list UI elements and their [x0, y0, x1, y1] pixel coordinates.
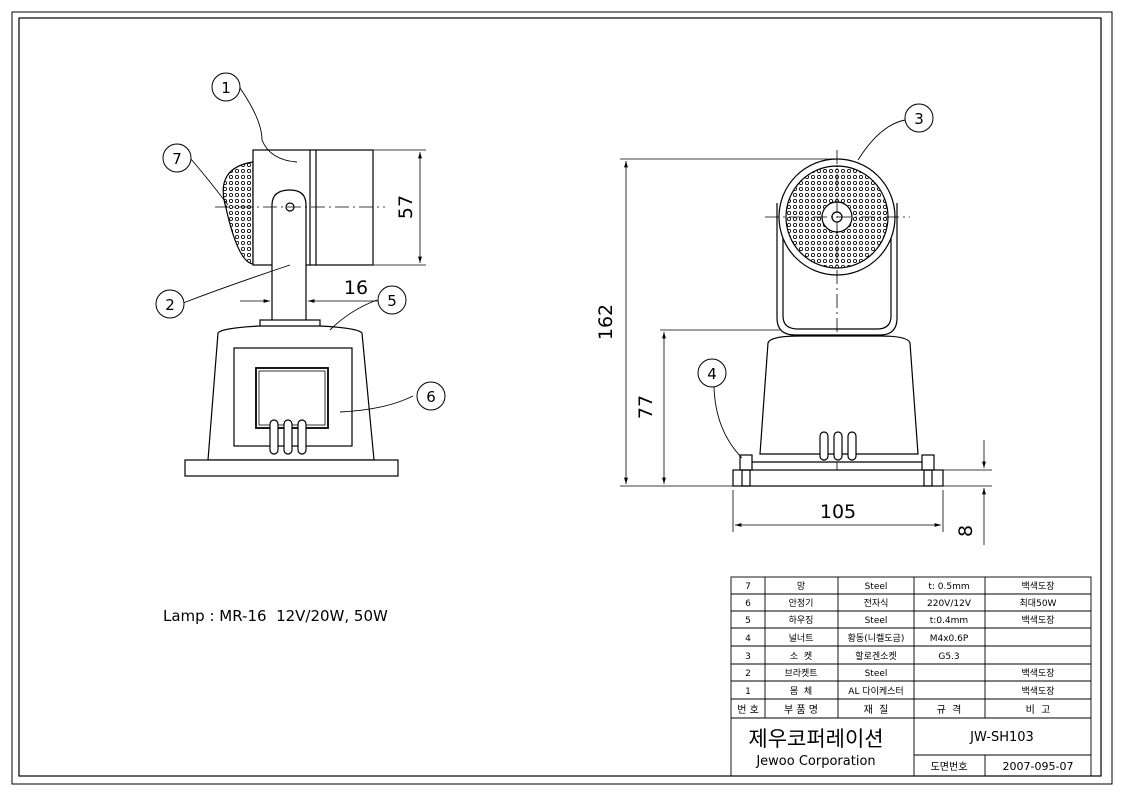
cell-name: 몸 체 [790, 686, 812, 697]
balloon-4: 4 [697, 358, 727, 388]
cell-no: 3 [745, 652, 751, 662]
model-number: JW-SH103 [969, 730, 1034, 745]
cell-no: 7 [745, 582, 751, 592]
drawing-no-label: 도면번호 [931, 761, 968, 773]
balloon-1: 1 [211, 72, 241, 102]
side-view [184, 149, 399, 477]
cell-note: 백색도장 [1021, 668, 1054, 679]
cell-no: 1 [745, 687, 751, 697]
drawing-number: 2007-095-07 [1003, 760, 1074, 773]
side-view-leaders [182, 87, 414, 413]
svg-text:7: 7 [172, 150, 182, 168]
dim-base-width: 105 [820, 501, 856, 523]
cell-material: 전자식 [864, 598, 889, 609]
front-housing [759, 335, 919, 455]
dim-side-height: 57 [395, 195, 417, 219]
header-spec: 규 격 [937, 703, 962, 716]
cell-name: 안정기 [789, 598, 814, 609]
cell-spec: 220V/12V [927, 599, 972, 609]
balloon-5: 5 [377, 285, 407, 315]
balloon-6: 6 [416, 381, 446, 411]
balloon-2: 2 [155, 289, 185, 319]
inner-frame [18, 17, 1102, 777]
cell-no: 6 [745, 599, 751, 609]
cell-material: 황동(니켈도금) [848, 632, 905, 644]
front-view-leaders [713, 119, 906, 459]
lamp-note: Lamp : MR-16 12V/20W, 50W [163, 607, 388, 625]
header-no: 번 호 [737, 704, 759, 716]
cell-name: 널너트 [789, 633, 814, 644]
balloon-7: 7 [162, 143, 192, 173]
lamp-body [252, 149, 374, 266]
cell-note: 백색도장 [1021, 581, 1054, 592]
cell-note: 백색도장 [1021, 615, 1054, 626]
cell-material: Steel [865, 616, 888, 626]
cell-material: AL 다이케스터 [848, 686, 903, 697]
cell-no: 4 [745, 634, 751, 644]
svg-text:1: 1 [221, 79, 231, 97]
header-material: 재 질 [864, 704, 889, 716]
housing [207, 325, 375, 461]
company-name-en: Jewoo Corporation [755, 754, 875, 769]
cell-material: Steel [865, 582, 888, 592]
dim-total-height: 162 [595, 304, 617, 340]
cell-spec: M4x0.6P [930, 634, 969, 644]
cell-name: 망 [797, 581, 805, 592]
front-base-plate [732, 469, 944, 487]
cell-no: 2 [745, 669, 751, 679]
mesh-dome [222, 161, 254, 265]
dim-pipe-width: 16 [344, 277, 368, 299]
outer-frame [11, 11, 1113, 785]
cell-name: 소 켓 [790, 651, 812, 662]
parts-table-text: 7 망 Steel t: 0.5mm 백색도장 6 안정기 전자식 220V/1… [737, 581, 1056, 716]
dim-base-height: 77 [635, 395, 657, 419]
dim-plate-thickness: 8 [955, 525, 977, 537]
svg-text:3: 3 [914, 110, 924, 128]
bracket-arm [271, 189, 307, 322]
front-view-dimensions [620, 158, 992, 545]
company-name-kr: 제우코퍼레이션 [748, 727, 883, 751]
header-name: 부 품 명 [784, 704, 818, 716]
svg-text:5: 5 [387, 292, 397, 310]
header-note: 비 고 [1026, 704, 1051, 716]
svg-text:6: 6 [426, 388, 436, 406]
cell-material: Steel [865, 669, 888, 679]
cell-name: 하우징 [789, 615, 814, 626]
cell-name: 브라켓트 [784, 668, 817, 679]
balloon-3: 3 [904, 103, 934, 133]
cell-note: 최대50W [1020, 598, 1057, 609]
cell-note: 백색도장 [1021, 686, 1054, 697]
svg-text:4: 4 [707, 365, 717, 383]
side-view-dimensions [240, 149, 426, 303]
cell-spec: G5.3 [938, 652, 959, 662]
cell-material: 할로겐소켓 [855, 651, 896, 662]
cell-spec: t: 0.5mm [928, 582, 969, 592]
cell-spec: t:0.4mm [930, 616, 968, 626]
front-view [732, 150, 944, 487]
svg-text:2: 2 [165, 296, 175, 314]
parts-table [730, 576, 1092, 777]
base-plate [184, 459, 399, 477]
cell-no: 5 [745, 616, 751, 626]
